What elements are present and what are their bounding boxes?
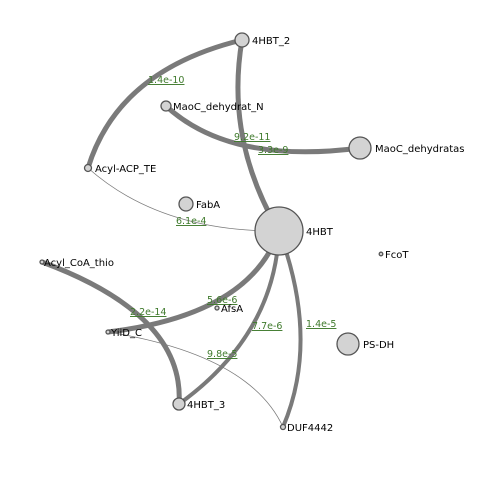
edge-label-4hbt3-4hbt: 7.7e-6: [252, 321, 282, 332]
node-4hbt[interactable]: [254, 206, 304, 256]
node-ps-dh[interactable]: [336, 332, 360, 356]
node-label-duf4442: DUF4442: [287, 423, 333, 434]
edge-4hbt2-acylacpte[interactable]: [85, 37, 243, 169]
node-label-yiid-c: YiiD_C: [110, 328, 142, 339]
node-faba[interactable]: [178, 196, 194, 212]
node-4hbt-3[interactable]: [172, 397, 186, 411]
node-label-maoc-dehydrat-n: MaoC_dehydrat_N: [173, 102, 264, 113]
node-label-faba: FabA: [196, 200, 220, 211]
edge-label-4hbt2-acylacpte: 1.4e-10: [148, 75, 184, 86]
node-label-acyl-acp-te: Acyl-ACP_TE: [95, 164, 156, 175]
node-afsa[interactable]: [214, 305, 220, 311]
node-label-acyl-coa-thio: Acyl_CoA_thio: [44, 258, 114, 269]
node-label-ps-dh: PS-DH: [363, 340, 394, 351]
node-label-afsa: AfsA: [221, 304, 243, 315]
node-yiid-c[interactable]: [105, 329, 111, 335]
node-acyl-coa-thio[interactable]: [39, 259, 45, 265]
node-label-maoc-dehydratas: MaoC_dehydratas: [375, 144, 464, 155]
node-label-fcot: FcoT: [385, 250, 409, 261]
edge-label-yiidc-duf4442: 9.8e-5: [207, 349, 237, 360]
node-maoc-dehydrat-n[interactable]: [160, 100, 172, 112]
node-label-4hbt-3: 4HBT_3: [187, 400, 225, 411]
edge-label-yiidc-4hbt: 5.6e-6: [207, 295, 237, 306]
edge-yiidc-duf4442[interactable]: [107, 331, 284, 428]
edge-maocn-maoc[interactable]: [164, 104, 361, 155]
node-label-4hbt: 4HBT: [306, 227, 334, 238]
edge-label-duf4442-4hbt: 1.4e-5: [306, 319, 336, 330]
edge-duf4442-4hbt[interactable]: [277, 230, 303, 428]
node-acyl-acp-te[interactable]: [83, 163, 93, 173]
edge-label-maocn-maoc: 3.3e-9: [258, 145, 288, 156]
edge-acylacpte-4hbt[interactable]: [87, 167, 280, 232]
edge-4hbt2-4hbt[interactable]: [235, 39, 282, 233]
edge-label-acylacpte-4hbt: 6.1e-4: [176, 216, 206, 227]
node-label-4hbt-2: 4HBT_2: [252, 36, 290, 47]
edge-label-4hbt2-4hbt: 9.2e-11: [234, 132, 270, 143]
edge-4hbt3-4hbt[interactable]: [177, 230, 281, 406]
node-duf4442[interactable]: [279, 423, 287, 431]
node-4hbt-2[interactable]: [234, 32, 250, 48]
node-fcot[interactable]: [378, 251, 384, 257]
edge-label-acylcoa-4hbt3: 2.2e-14: [130, 307, 166, 318]
node-maoc-dehydratas[interactable]: [348, 136, 372, 160]
